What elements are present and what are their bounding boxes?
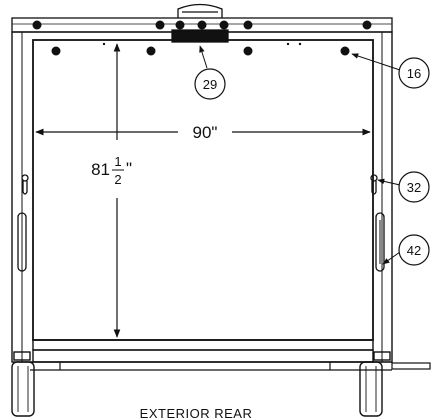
roof-bolts: [32, 20, 372, 30]
rear-sill: [13, 339, 391, 363]
right-grab-handle: [375, 212, 385, 272]
svg-text:42: 42: [407, 243, 421, 258]
svg-text:": ": [126, 159, 132, 178]
svg-text:16: 16: [407, 66, 421, 81]
callout-42: 42: [382, 234, 430, 266]
callout-29: 29: [194, 45, 226, 100]
svg-text:29: 29: [203, 77, 217, 92]
left-door-latch: [21, 174, 29, 195]
svg-text:1: 1: [114, 154, 121, 169]
svg-text:32: 32: [407, 180, 421, 195]
left-grab-handle: [17, 212, 27, 272]
roof-vent: [171, 3, 229, 43]
right-wheel: [359, 361, 383, 417]
door-fasteners: [51, 42, 350, 56]
right-door-latch: [370, 174, 378, 195]
drawing-caption: EXTERIOR REAR: [140, 406, 253, 420]
svg-text:2: 2: [114, 172, 121, 187]
width-dimension-label: 90": [193, 123, 218, 142]
svg-text:81: 81: [91, 160, 110, 179]
callout-16: 16: [351, 53, 430, 89]
left-wheel: [11, 361, 35, 417]
height-dimension-label: 81 1 2 ": [91, 154, 132, 187]
callout-32: 32: [377, 171, 430, 203]
under-frame: [30, 361, 431, 371]
